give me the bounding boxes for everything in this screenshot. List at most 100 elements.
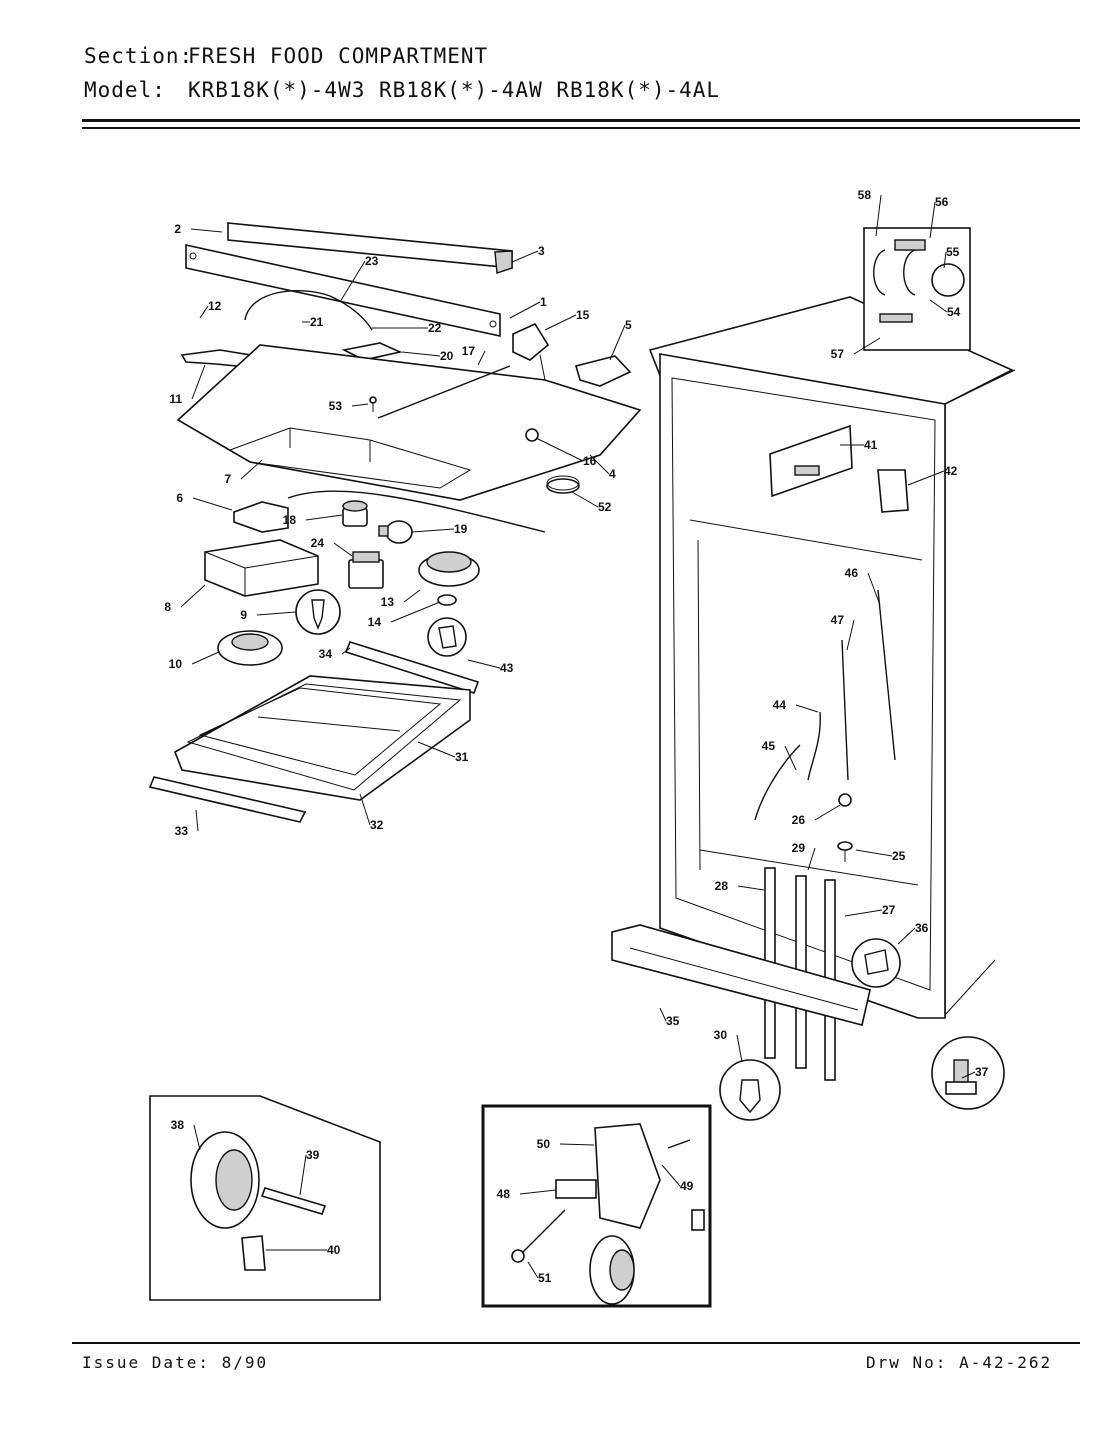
callout-20: 20	[440, 349, 454, 363]
shelf-frame-part-31	[174, 675, 471, 801]
hinge-inset-parts-54-58	[863, 227, 971, 351]
callout-42: 42	[944, 464, 958, 478]
grille-part-35	[611, 924, 871, 1026]
callout-55: 55	[946, 245, 960, 259]
callout-leader-38	[193, 1124, 201, 1151]
drain-part-44	[807, 711, 821, 781]
tube-part-47	[841, 639, 849, 781]
callout-leader-24	[333, 542, 353, 557]
callout-1: 1	[540, 295, 547, 309]
timer-part-24	[348, 551, 384, 589]
callout-36: 36	[915, 921, 929, 935]
callout-5: 5	[625, 318, 632, 332]
callout-51: 51	[538, 1271, 552, 1285]
callout-leader-48	[519, 1189, 557, 1195]
callout-30: 30	[714, 1028, 728, 1042]
callout-56: 56	[935, 195, 949, 209]
callout-leader-56	[929, 201, 936, 239]
callout-leader-35	[659, 1007, 667, 1022]
fastener-detail-part-9	[295, 589, 341, 635]
callout-34: 34	[319, 647, 333, 661]
callout-leader-31	[417, 741, 456, 758]
callout-7: 7	[224, 472, 231, 486]
callout-27: 27	[882, 903, 896, 917]
callout-leader-12	[199, 305, 209, 319]
callout-leader-25	[855, 849, 893, 857]
cabinet-shell	[648, 296, 1016, 1019]
callout-29: 29	[792, 841, 806, 855]
screw-part-26	[838, 793, 852, 807]
callout-3: 3	[538, 244, 545, 258]
callout-leader-9	[256, 611, 297, 616]
callout-21: 21	[310, 315, 324, 329]
callout-leader-5	[609, 324, 626, 361]
callout-leader-17	[477, 350, 486, 366]
callout-leader-45	[784, 745, 797, 771]
callout-leader-50	[559, 1143, 595, 1146]
callout-leader-37	[961, 1071, 976, 1079]
issue-date: Issue Date: 8/90	[82, 1353, 269, 1372]
control-housing-part-4	[176, 344, 642, 501]
callout-leader-49	[661, 1164, 681, 1187]
rod-part-17	[377, 365, 511, 419]
callout-leader-36	[897, 927, 916, 945]
callout-6: 6	[176, 491, 183, 505]
drain-hose-part-45	[754, 744, 801, 821]
callout-38: 38	[171, 1118, 185, 1132]
socket-part-18	[342, 500, 368, 527]
knob-part-16	[525, 428, 539, 442]
callout-leader-32	[359, 793, 371, 826]
callout-41: 41	[864, 438, 878, 452]
callout-37: 37	[975, 1065, 989, 1079]
callout-57: 57	[831, 347, 845, 361]
callout-52: 52	[598, 500, 612, 514]
callout-58: 58	[858, 188, 872, 202]
callout-15: 15	[576, 308, 590, 322]
callout-leader-3	[511, 250, 539, 263]
callout-leader-7	[240, 459, 263, 480]
callout-4: 4	[609, 467, 616, 481]
callout-22: 22	[428, 321, 442, 335]
callout-16: 16	[583, 454, 597, 468]
callout-leader-42	[907, 470, 945, 486]
fan-motor-part-13	[418, 551, 480, 587]
callout-48: 48	[497, 1187, 511, 1201]
callout-45: 45	[762, 739, 776, 753]
header-rule-top	[82, 119, 1080, 122]
callout-53: 53	[329, 399, 343, 413]
callout-13: 13	[381, 595, 395, 609]
callout-leader-15	[544, 314, 577, 331]
footer-rule	[72, 1342, 1080, 1344]
callout-leader-18	[305, 514, 343, 521]
callout-24: 24	[311, 536, 325, 550]
drawing-number: Drw No: A-42-262	[866, 1353, 1053, 1372]
thermostat-part-6	[233, 490, 546, 533]
bracket-part-41	[769, 424, 853, 498]
callout-50: 50	[537, 1137, 551, 1151]
callout-leader-10	[191, 651, 220, 665]
callout-12: 12	[208, 299, 222, 313]
callout-leader-55	[943, 251, 947, 269]
callout-leader-27	[844, 909, 883, 917]
callout-leader-20	[401, 351, 441, 357]
callout-leader-58	[875, 194, 882, 237]
callout-leader-26	[814, 804, 841, 821]
callout-47: 47	[831, 613, 845, 627]
callout-leader-57	[853, 337, 881, 355]
callout-leader-52	[571, 491, 599, 508]
mounting-bar-part-1	[185, 244, 501, 337]
model-header: Model:KRB18K(*)-4W3 RB18K(*)-4AW RB18K(*…	[84, 78, 720, 102]
callout-leader-34	[341, 647, 351, 655]
callout-46: 46	[845, 566, 859, 580]
callout-leader-39	[299, 1154, 307, 1196]
trim-strip-part-2	[227, 222, 513, 274]
callout-leader-19	[411, 528, 455, 533]
callout-43: 43	[500, 661, 514, 675]
leveling-leg-detail-part-37	[931, 1036, 1005, 1110]
callout-leader-47	[846, 619, 855, 651]
callout-leader-44	[795, 704, 819, 713]
tube-part-46	[877, 589, 896, 761]
callout-leader-30	[736, 1034, 743, 1063]
callout-35: 35	[666, 1014, 680, 1028]
callout-40: 40	[327, 1243, 341, 1257]
